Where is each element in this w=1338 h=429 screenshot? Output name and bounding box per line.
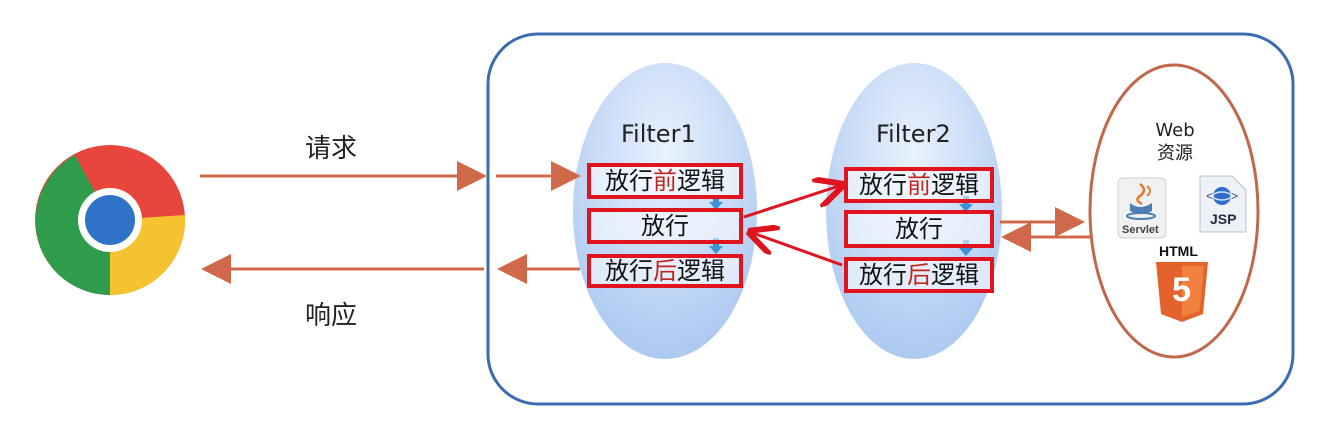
pre-logic-text-b: 逻辑 xyxy=(677,167,725,195)
response-label: 响应 xyxy=(305,301,358,331)
html5-icon xyxy=(1156,262,1208,322)
web-resource-ellipse xyxy=(1088,63,1260,359)
servlet-icon xyxy=(1117,177,1167,239)
web-title-line2: 资源 xyxy=(1157,142,1193,164)
post-logic-text-a: 放行 xyxy=(859,261,907,289)
post-logic-highlight: 后 xyxy=(907,261,931,289)
web-title-line1: Web xyxy=(1155,120,1195,141)
pre-logic-text-a: 放行 xyxy=(859,171,907,199)
post-logic-text-a: 放行 xyxy=(605,257,653,285)
pre-logic-text-a: 放行 xyxy=(605,167,653,195)
servlet-label: Servlet xyxy=(1122,224,1159,236)
svg-text:<: < xyxy=(1206,190,1213,204)
html5-number: 5 xyxy=(1172,271,1191,309)
filter2-title: Filter2 xyxy=(876,120,951,148)
flow-down-arrows xyxy=(709,196,973,256)
pass-text: 放行 xyxy=(641,212,689,240)
return-to-filter1-arrow xyxy=(750,232,843,267)
pre-logic-highlight: 前 xyxy=(653,167,677,195)
post-logic-text-b: 逻辑 xyxy=(677,257,725,285)
jsp-label: JSP xyxy=(1210,211,1237,227)
post-logic-text-b: 逻辑 xyxy=(931,261,979,289)
filter2-post-logic-box: 放行后逻辑 xyxy=(844,257,994,293)
post-logic-highlight: 后 xyxy=(653,257,677,285)
filter2-pass-box: 放行 xyxy=(844,210,994,248)
filter2-pre-logic-box: 放行前逻辑 xyxy=(844,167,994,203)
pre-logic-highlight: 前 xyxy=(907,171,931,199)
filter1-pass-box: 放行 xyxy=(587,208,743,244)
svg-text:>: > xyxy=(1231,190,1238,204)
html-label: HTML xyxy=(1159,243,1198,259)
pre-logic-text-b: 逻辑 xyxy=(931,171,979,199)
filter1-title: Filter1 xyxy=(621,120,696,148)
chrome-browser-icon xyxy=(35,145,186,296)
pass-text: 放行 xyxy=(895,215,943,243)
request-label: 请求 xyxy=(305,134,358,164)
pass-to-filter2-arrow xyxy=(743,185,842,219)
web-resource-title: Web 资源 xyxy=(1140,120,1210,165)
filter1-post-logic-box: 放行后逻辑 xyxy=(587,254,743,288)
jsp-icon: < > xyxy=(1199,175,1247,233)
filter1-pre-logic-box: 放行前逻辑 xyxy=(587,163,743,199)
